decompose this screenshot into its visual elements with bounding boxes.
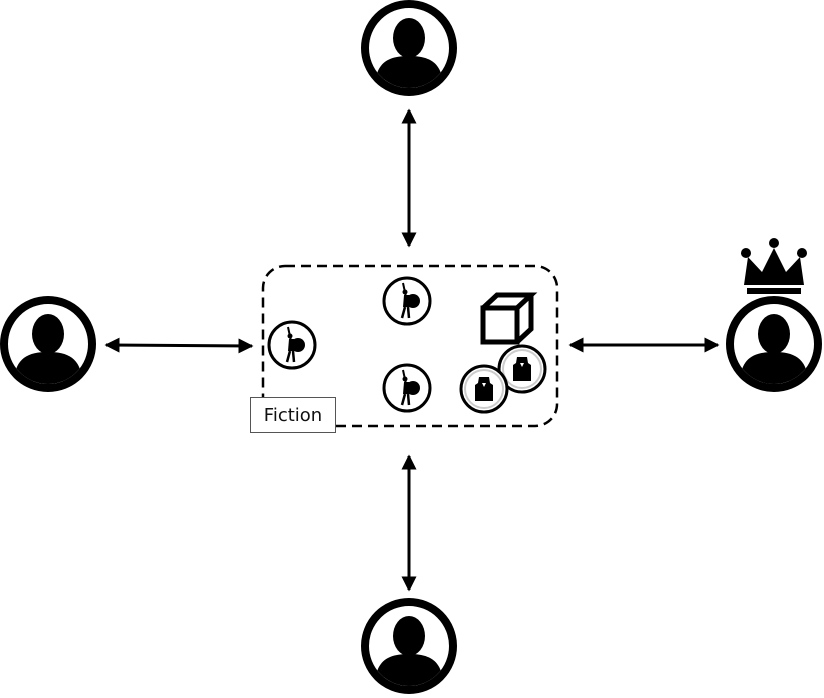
suit-figure-icon: [459, 364, 509, 414]
warrior-with-shield-icon: [267, 320, 317, 370]
fiction-label: Fiction: [250, 397, 336, 433]
player-bottom-avatar-icon: [365, 602, 453, 690]
warrior-with-shield-icon: [382, 363, 432, 413]
player-left-avatar-icon: [4, 300, 92, 388]
arrow-left: [104, 337, 254, 354]
cube-icon: [480, 292, 538, 345]
fiction-boundary: [261, 264, 559, 428]
crown-icon: [741, 238, 807, 294]
player-top-avatar-icon: [365, 4, 453, 92]
game-master-avatar-icon: [730, 300, 818, 388]
warrior-with-shield-icon: [382, 276, 432, 326]
